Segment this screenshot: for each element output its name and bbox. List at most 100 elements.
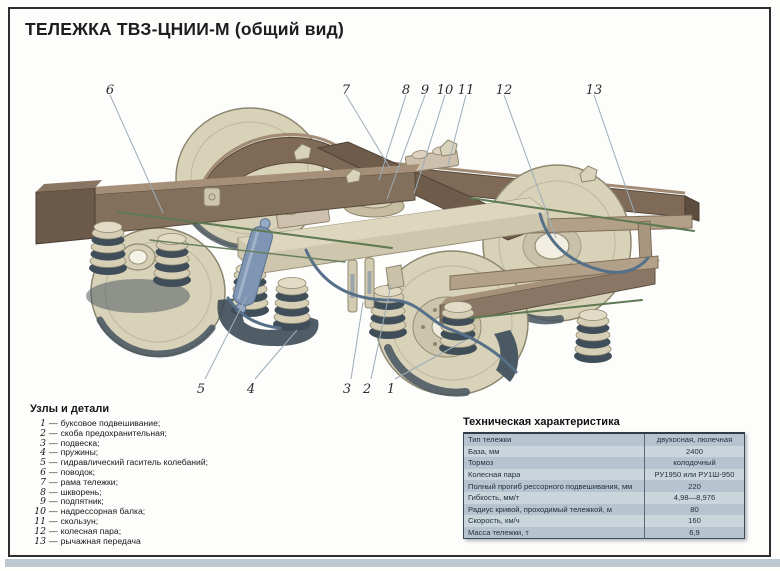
callout-number: 5 [197,382,205,397]
callout-leader-line [386,94,426,200]
journal-ring-plate [120,243,156,271]
part-number: 9 [40,496,46,508]
parts-list-item: 13—рычажная передача [30,535,310,547]
callout-leader-line [447,94,467,166]
part-separator: — [49,486,58,497]
callout-leader-line [378,94,407,181]
spec-label: База, мм [468,446,500,456]
callout-leader-line [109,94,164,214]
part-separator: — [49,476,58,487]
spec-value: 220 [644,480,745,492]
part-number: 13 [34,535,46,547]
part-separator: — [49,535,58,546]
part-label: колесная пара; [60,525,122,536]
rail-fittings [293,139,598,184]
frame-rail-light-lower [449,255,659,291]
spec-label: Радиус кривой, проходимый тележкой, м [468,504,613,514]
parts-list-item: 9—подпятник; [30,497,310,507]
spec-value: 4,98—8,976 [644,491,745,504]
specs-section: Техническая характеристика Тип тележки дв… [463,416,747,540]
parts-list-item: 6—поводок; [30,467,310,478]
brake-pipes [226,212,650,374]
callout-leader-line [413,94,446,195]
part-label: пружины; [60,447,99,458]
spec-label: Гибкость, мм/т [468,493,520,503]
part-separator: — [49,496,58,507]
part-label: подпятник; [60,496,104,507]
part-separator: — [49,437,58,448]
callout-leader-line [370,284,392,380]
parts-list-item: 1—буксовое подвешивание; [30,418,310,429]
part-number: 10 [34,506,46,518]
spec-row: Гибкость, мм/т 4,98—8,976 [463,491,745,504]
part-label: буксовое подвешивание; [60,418,161,428]
spring-nest [89,221,127,275]
part-label: гидравлический гаситель колебаний; [60,457,209,468]
part-number: 1 [40,418,46,429]
part-label: рычажная передача [60,535,141,546]
spring-nest [273,277,311,331]
callout-number: 4 [246,382,255,397]
callout-number: 1 [387,382,395,397]
callout-leader-line [345,94,391,169]
callout-number: 11 [458,83,475,98]
part-number: 2 [40,427,46,439]
frame-rail-front-left [35,164,420,245]
shadow-left-suspension [86,279,190,313]
spec-label: Тип тележки [468,435,512,445]
callout-number: 3 [343,382,351,397]
part-separator: — [49,457,58,468]
spring-nest [439,301,477,355]
callout-leader-line [394,339,467,380]
callout-number: 2 [362,382,371,397]
parts-list-item: 11—скользун; [30,515,310,527]
bolster [237,197,549,275]
spec-row: База, мм 2400 [463,445,745,458]
callout-leader-line [204,295,248,380]
spring-nest [369,285,407,339]
part-label: скользун; [60,515,99,526]
part-separator: — [49,418,58,428]
scan-edge-strip [5,559,780,567]
spec-row: Полный прогиб рессорного подвешивания, м… [463,480,745,492]
part-label: скоба предохранительная; [60,427,167,438]
specs-heading: Техническая характеристика [463,416,620,428]
spring-nest [574,309,612,363]
part-separator: — [49,427,58,438]
part-number: 5 [40,457,46,469]
part-separator: — [49,525,58,536]
part-number: 8 [40,486,46,498]
part-label: надрессорная балка; [60,506,146,517]
page-title: ТЕЛЕЖКА ТВЗ-ЦНИИ-М (общий вид) [25,19,344,39]
spec-value: РУ1950 или РУ1Ш-950 [644,468,745,481]
safety-bracket [385,264,405,290]
spring-nests [89,221,612,363]
callout-number: 10 [437,83,454,98]
part-number: 4 [40,447,46,459]
spec-label: Скорость, км/ч [468,516,520,526]
spec-value: двухосная, люлечная [644,433,745,446]
spec-value: 6,9 [644,526,745,539]
part-separator: — [49,506,58,517]
spec-label: Масса тележки, т [468,528,529,538]
suspension-hangers [347,257,375,313]
part-number: 3 [40,437,46,449]
spec-value: 2400 [644,445,745,458]
spec-row: Тип тележки двухосная, люлечная [463,433,745,446]
parts-list-item: 7—рама тележки; [30,476,310,488]
spec-label: Тормоз [468,458,494,468]
brake-rigging-rods [117,197,695,319]
spec-row: Масса тележки, т 6,9 [463,526,745,539]
callout-leader-line [254,329,298,380]
part-number: 12 [34,525,46,537]
part-number: 7 [40,476,46,488]
callout-number: 8 [402,83,410,98]
spec-label: Полный прогиб рессорного подвешивания, м… [468,481,633,491]
part-separator: — [49,515,58,526]
parts-list-item: 8—шкворень; [30,486,310,498]
callout-number: 9 [421,83,429,98]
